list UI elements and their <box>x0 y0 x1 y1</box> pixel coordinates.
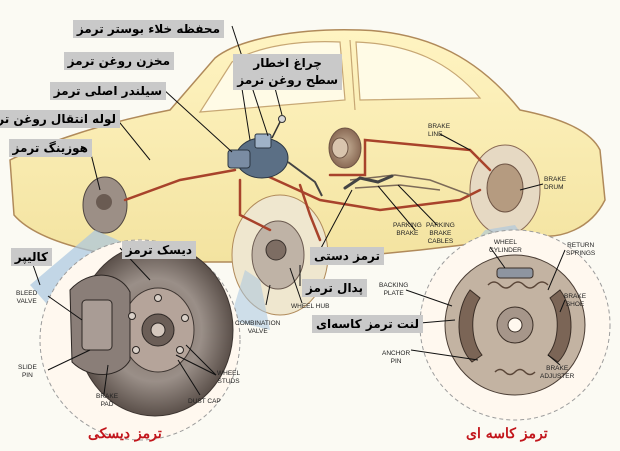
warning-light <box>278 115 286 123</box>
drum-shoe-right <box>547 289 572 363</box>
en-wheel-hub: WHEEL HUB <box>291 303 330 310</box>
label-brake-housing: هوزینگ ترمز <box>8 139 92 157</box>
label-fluid-reservoir: مخزن روغن ترمز <box>63 52 174 70</box>
drum-center-hole <box>507 317 523 333</box>
warning-light-wire <box>271 121 281 139</box>
label-caliper: کالیپر <box>10 248 52 266</box>
master-cylinder-body <box>227 149 251 169</box>
rear-drum-top-face <box>331 137 349 159</box>
reservoir-body <box>254 133 272 149</box>
label-warning-light: چراغ اخطار سطح روغن ترمز <box>233 54 342 90</box>
drum-spring-bottom <box>494 368 536 376</box>
label-vacuum-booster: محفظه خلاء بوستر ترمز <box>72 20 224 38</box>
label-brake-pedal: پدال ترمز <box>301 279 367 297</box>
label-drum-lining: لنت ترمز کاسه‌ای <box>311 315 423 333</box>
caption-drum-brake: ترمز کاسه ای <box>466 426 548 442</box>
label-brake-disc: دیسک ترمز <box>121 241 196 259</box>
car-pillar <box>349 39 356 111</box>
disc-hub-cap <box>150 322 166 338</box>
label-brake-line: لوله انتقال روغن ترمز <box>0 110 120 128</box>
parking-cables <box>349 174 471 196</box>
disc-caliper-pad <box>81 299 113 351</box>
drum-wheel-cylinder <box>496 267 534 279</box>
pedal-callout-cone <box>230 270 270 330</box>
label-warning-light-line2: سطح روغن ترمز <box>237 73 338 87</box>
front-wheel-hub <box>265 239 287 261</box>
rear-drum-core <box>486 163 524 213</box>
en-dust-cap: DUST CAP <box>188 398 221 405</box>
label-warning-light-line1: چراغ اخطار <box>253 56 322 70</box>
pedal-rod <box>287 161 323 197</box>
leader-lines <box>31 25 566 396</box>
drum-spring-top <box>487 281 549 289</box>
parking-lever <box>343 174 394 190</box>
label-master-cylinder: سیلندر اصلی ترمز <box>49 82 166 100</box>
drum-shoe-left <box>458 289 483 363</box>
label-parking-brake: ترمز دستی <box>309 247 384 265</box>
disc-wheel-studs <box>128 294 189 354</box>
rear-left-hub <box>96 194 112 210</box>
brake-lines <box>123 138 492 242</box>
caption-disc-brake: ترمز دیسکی <box>88 426 162 442</box>
